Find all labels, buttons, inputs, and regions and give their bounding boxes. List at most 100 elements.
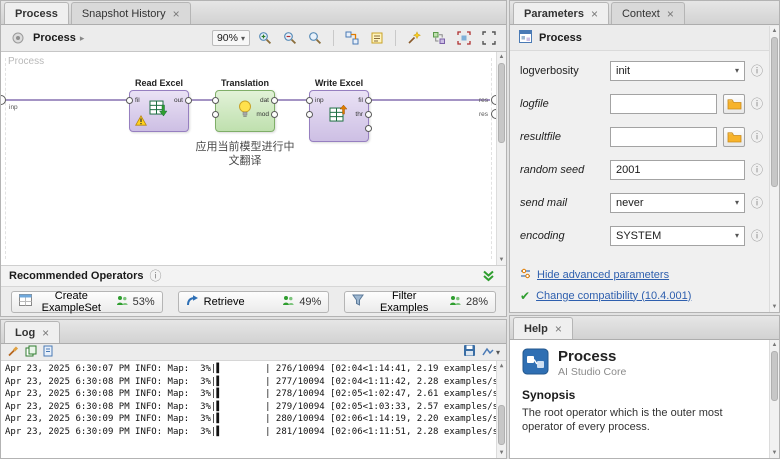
port-out[interactable] xyxy=(185,97,192,104)
recommended-operator-create-exampleset[interactable]: Create ExampleSet 53% xyxy=(11,291,163,313)
tab-snapshot-history-label: Snapshot History xyxy=(82,8,166,20)
breadcrumb-arrow-icon: ▸ xyxy=(80,33,85,44)
info-icon[interactable]: ⓘ xyxy=(751,230,763,242)
hide-advanced-parameters-link[interactable]: Hide advanced parameters xyxy=(520,264,769,285)
scroll-down-icon[interactable]: ▼ xyxy=(500,448,504,458)
tab-parameters[interactable]: Parameters × xyxy=(513,2,609,24)
tab-process[interactable]: Process xyxy=(4,2,69,24)
hide-advanced-parameters-label: Hide advanced parameters xyxy=(537,269,669,281)
param-label: logfile xyxy=(520,98,604,110)
save-log-icon[interactable] xyxy=(463,344,476,360)
info-icon[interactable]: ⓘ xyxy=(751,164,763,176)
change-compatibility-link[interactable]: ✔ Change compatibility (10.4.001) xyxy=(520,285,769,306)
warning-icon[interactable] xyxy=(135,115,147,129)
recommended-operator-filter-examples[interactable]: Filter Examples 28% xyxy=(344,291,496,313)
clear-log-icon[interactable] xyxy=(7,345,19,360)
info-icon[interactable]: ⓘ xyxy=(751,65,763,77)
log-vscrollbar[interactable]: ▲ ▼ xyxy=(496,361,506,458)
tab-context[interactable]: Context × xyxy=(611,2,685,24)
close-icon[interactable]: × xyxy=(42,328,49,338)
operator-annotation[interactable]: 应用当前模型进行中 文翻译 xyxy=(185,140,305,168)
help-content[interactable]: Process AI Studio Core Synopsis The root… xyxy=(510,340,779,458)
close-icon[interactable]: × xyxy=(591,9,598,19)
log-entry: Apr 23, 2025 6:30:07 PM INFO: Map: 3%|▌ … xyxy=(5,363,492,376)
process-input-port-label: inp xyxy=(9,104,18,111)
port-in-1[interactable] xyxy=(212,97,219,104)
zoom-reset-icon[interactable] xyxy=(305,28,325,48)
scroll-up-icon[interactable]: ▲ xyxy=(772,340,778,350)
port-inp-in[interactable] xyxy=(306,97,313,104)
log-menu-button[interactable]: ▾ xyxy=(482,346,500,358)
port-dat-out[interactable] xyxy=(271,97,278,104)
param-logverbosity-select[interactable]: init ▾ xyxy=(610,61,745,81)
log-toolbar: ▾ xyxy=(1,344,506,361)
zoom-out-icon[interactable] xyxy=(280,28,300,48)
scroll-down-icon[interactable]: ▼ xyxy=(772,448,778,458)
param-row-send-mail: send mail never ▾ ⓘ xyxy=(510,186,779,219)
param-encoding-select[interactable]: SYSTEM ▾ xyxy=(610,226,745,246)
show-annotations-icon[interactable] xyxy=(367,28,387,48)
scrollbar-thumb[interactable] xyxy=(498,405,505,445)
info-icon[interactable]: ⓘ xyxy=(751,98,763,110)
breadcrumb[interactable]: Process ▸ xyxy=(33,32,84,44)
close-icon[interactable]: × xyxy=(667,9,674,19)
param-send-mail-select[interactable]: never ▾ xyxy=(610,193,745,213)
confidence-value: 28% xyxy=(466,296,488,308)
browse-file-button[interactable] xyxy=(723,94,745,114)
parameters-tabbar: Parameters × Context × xyxy=(510,1,779,25)
scrollbar-thumb[interactable] xyxy=(771,37,778,187)
search-log-icon[interactable] xyxy=(43,345,55,360)
canvas-vscrollbar[interactable]: ▲ ▼ xyxy=(496,52,506,265)
maximize-view-icon[interactable] xyxy=(479,28,499,48)
write-excel-icon xyxy=(328,104,350,127)
scroll-down-icon[interactable]: ▼ xyxy=(499,255,505,265)
process-canvas[interactable]: Process inp res res Read Excel xyxy=(1,52,506,266)
param-row-logverbosity: logverbosity init ▾ ⓘ xyxy=(510,54,779,87)
info-icon[interactable]: ⓘ xyxy=(149,270,161,282)
param-logfile-input[interactable] xyxy=(610,94,717,114)
port-out-3[interactable] xyxy=(365,125,372,132)
scroll-up-icon[interactable]: ▲ xyxy=(500,361,504,371)
port-fil-out[interactable] xyxy=(365,97,372,104)
port-in-2[interactable] xyxy=(306,111,313,118)
scrollbar-thumb[interactable] xyxy=(498,63,505,143)
auto-fit-icon[interactable] xyxy=(454,28,474,48)
copy-log-icon[interactable] xyxy=(25,345,37,360)
parameters-vscrollbar[interactable]: ▲ ▼ xyxy=(769,26,779,312)
auto-wire-icon[interactable] xyxy=(404,28,424,48)
info-icon[interactable]: ⓘ xyxy=(751,131,763,143)
scroll-down-icon[interactable]: ▼ xyxy=(772,302,778,312)
rearrange-operators-icon[interactable] xyxy=(429,28,449,48)
tab-log[interactable]: Log × xyxy=(4,321,60,343)
param-random-seed-input[interactable]: 2001 xyxy=(610,160,745,180)
operator-write-excel[interactable]: Write Excel inp fil thr xyxy=(309,90,369,142)
port-mod-out[interactable] xyxy=(271,111,278,118)
info-icon[interactable]: ⓘ xyxy=(751,197,763,209)
operator-read-excel[interactable]: Read Excel fil out xyxy=(129,90,189,132)
scroll-up-icon[interactable]: ▲ xyxy=(772,26,778,36)
recommended-operator-retrieve[interactable]: Retrieve 49% xyxy=(178,291,330,313)
tab-snapshot-history[interactable]: Snapshot History × xyxy=(71,2,191,24)
browse-file-button[interactable] xyxy=(723,127,745,147)
create-exampleset-icon xyxy=(19,294,32,309)
zoom-in-icon[interactable] xyxy=(255,28,275,48)
port-fil-in[interactable] xyxy=(126,97,133,104)
close-icon[interactable]: × xyxy=(173,9,180,19)
parameters-operator-header: Process xyxy=(510,25,779,51)
operator-translation[interactable]: Translation dat mod xyxy=(215,90,275,132)
tab-help[interactable]: Help × xyxy=(513,317,573,339)
log-output[interactable]: Apr 23, 2025 6:30:07 PM INFO: Map: 3%|▌ … xyxy=(1,361,506,458)
param-resultfile-input[interactable] xyxy=(610,127,717,147)
scroll-up-icon[interactable]: ▲ xyxy=(499,52,505,62)
collapse-recommendations-icon[interactable] xyxy=(478,266,498,286)
annotation-line-1: 应用当前模型进行中 xyxy=(185,140,305,154)
help-panel: Help × Process AI Studio Core Synopsis T… xyxy=(509,315,780,459)
port-in-2[interactable] xyxy=(212,111,219,118)
scrollbar-thumb[interactable] xyxy=(771,351,778,401)
help-vscrollbar[interactable]: ▲ ▼ xyxy=(769,340,779,458)
close-icon[interactable]: × xyxy=(555,324,562,334)
param-value: 2001 xyxy=(616,164,640,176)
zoom-level-select[interactable]: 90% ▾ xyxy=(212,30,250,46)
port-thr-out[interactable] xyxy=(365,111,372,118)
execution-order-icon[interactable] xyxy=(342,28,362,48)
